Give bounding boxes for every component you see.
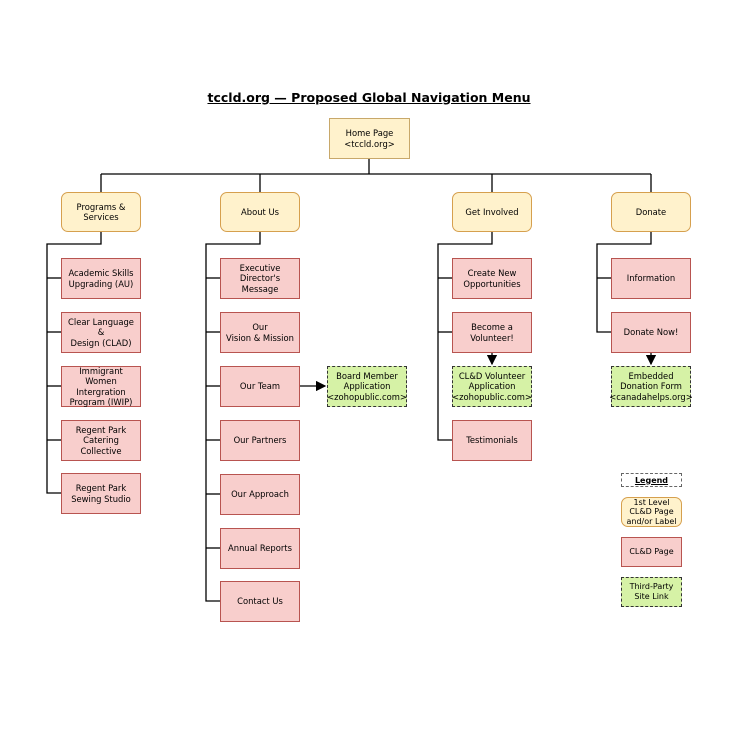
home-page-node: Home Page <tccld.org> — [329, 118, 410, 159]
donate-node: Donate — [611, 192, 691, 232]
information-node: Information — [611, 258, 691, 299]
our-team-node: Our Team — [220, 366, 300, 407]
legend-title: Legend — [621, 473, 682, 487]
board-member-application-node: Board Member Application <zohopublic.com… — [327, 366, 407, 407]
contact-us-node: Contact Us — [220, 581, 300, 622]
our-approach-node: Our Approach — [220, 474, 300, 515]
our-partners-node: Our Partners — [220, 420, 300, 461]
donation-form-node: Embedded Donation Form <canadahelps.org> — [609, 366, 693, 407]
about-us-node: About Us — [220, 192, 300, 232]
vision-mission-node: Our Vision & Mission — [220, 312, 300, 353]
sewing-studio-node: Regent Park Sewing Studio — [61, 473, 141, 514]
create-opportunities-node: Create New Opportunities — [452, 258, 532, 299]
become-volunteer-node: Become a Volunteer! — [452, 312, 532, 353]
programs-services-node: Programs & Services — [61, 192, 141, 232]
legend-page-swatch: CL&D Page — [621, 537, 682, 567]
donate-now-node: Donate Now! — [611, 312, 691, 353]
annual-reports-node: Annual Reports — [220, 528, 300, 569]
legend-external-swatch: Third-Party Site Link — [621, 577, 682, 607]
clear-language-node: Clear Language & Design (CLAD) — [61, 312, 141, 353]
academic-skills-node: Academic Skills Upgrading (AU) — [61, 258, 141, 299]
immigrant-women-node: Immigrant Women Intergration Program (IW… — [61, 366, 141, 407]
page-title: tccld.org — Proposed Global Navigation M… — [207, 90, 531, 105]
executive-director-node: Executive Director's Message — [220, 258, 300, 299]
get-involved-node: Get Involved — [452, 192, 532, 232]
volunteer-application-node: CL&D Volunteer Application <zohopublic.c… — [452, 366, 532, 407]
testimonials-node: Testimonials — [452, 420, 532, 461]
legend-level1-swatch: 1st Level CL&D Page and/or Label — [621, 497, 682, 527]
catering-collective-node: Regent Park Catering Collective — [61, 420, 141, 461]
